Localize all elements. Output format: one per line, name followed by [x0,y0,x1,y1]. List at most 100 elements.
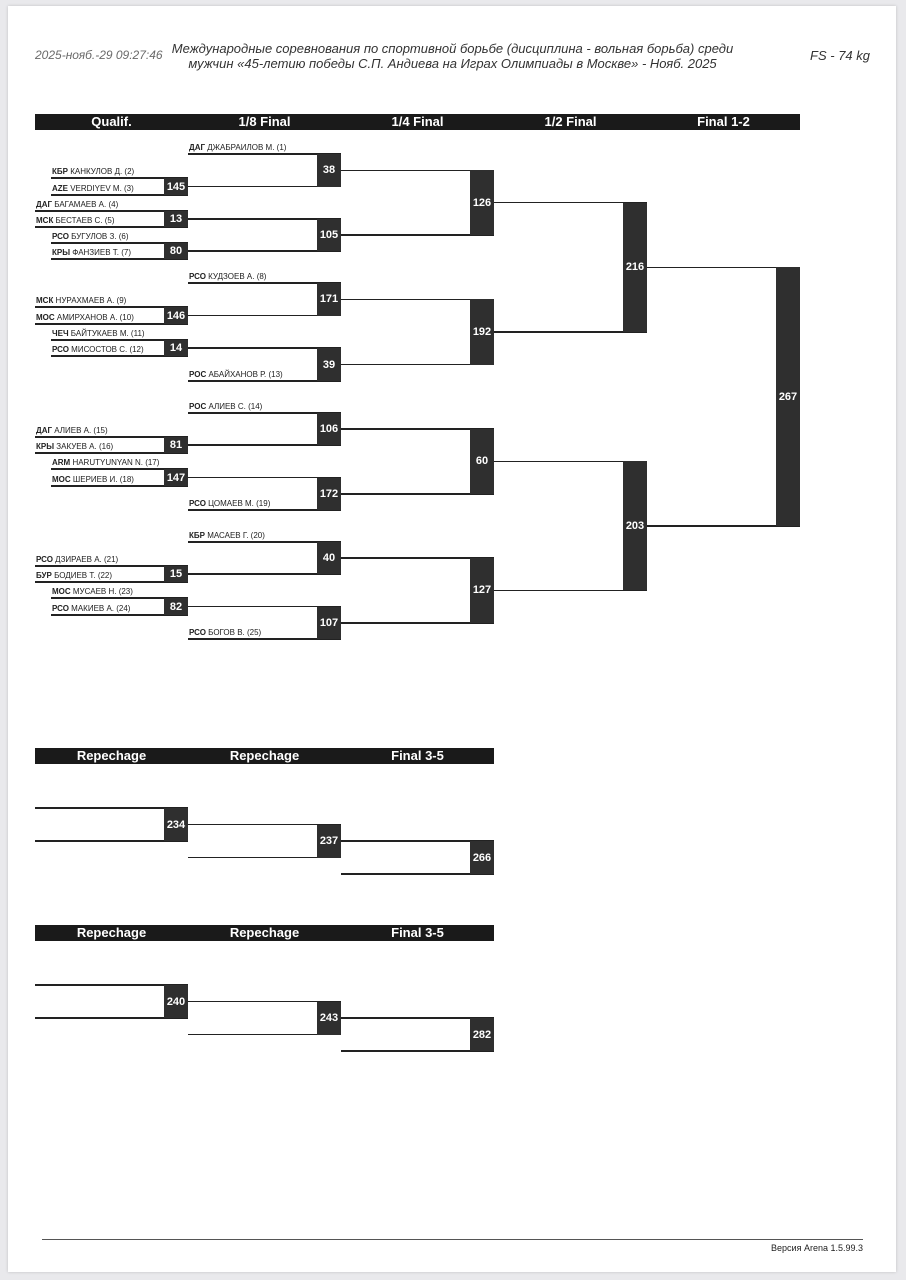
qualif-line [35,436,188,438]
bronze-bout-box: 266 [470,841,494,874]
participant-region: КРЫ [36,442,55,451]
eighth-bout-box: 107 [317,606,341,639]
qualif-bout-box: 13 [164,211,188,227]
qualif-bout-box: 82 [164,598,188,615]
participant-name: РСО БУГУЛОВ З. (6) [52,231,129,242]
quarter-line [341,234,494,236]
participant-region: РСО [52,232,69,241]
participant-fullname: ЦОМАЕВ М. (19) [205,499,271,508]
qualif-bout-box: 145 [164,178,188,195]
quarter-bout-box: 126 [470,170,494,235]
qualif-bout-box: 14 [164,340,188,356]
participant-name: МСК НУРАХМАЕВ А. (9) [36,295,126,306]
participant-region: РСО [36,555,53,564]
repechage-line [188,1033,341,1036]
eighth-line [188,282,341,284]
eighth-line [188,476,341,479]
participant-name: ДАГ БАГАМАЕВ А. (4) [36,199,118,210]
qualif-line [51,177,188,179]
quarter-line [341,363,494,366]
quarter-bout-box: 127 [470,558,494,623]
semi-line [494,589,647,592]
eighth-line [188,314,341,317]
repechage-header: Final 3-5 [341,748,494,764]
eighth-line [188,541,341,543]
eighth-line [188,218,341,220]
print-datetime: 2025-нояб.-29 09:27:46 [35,48,163,62]
participant-region: ДАГ [36,200,53,209]
participant-name: РСО ДЗИРАЕВ А. (21) [36,554,118,565]
participant-name: КРЫ ЗАКУЕВ А. (16) [36,441,113,452]
semi-line [494,201,647,204]
participant-fullname: ДЗИРАЕВ А. (21) [52,555,119,564]
repechage-line [35,840,188,842]
participant-fullname: VERDIYEV M. (3) [68,184,134,193]
participant-name: РОС АЛИЕВ С. (14) [189,401,262,412]
participant-region: РОС [189,370,207,379]
participant-fullname: МИСОСТОВ С. (12) [68,345,144,354]
qualif-bout-box: 147 [164,469,188,486]
repechage-bout-box: 240 [164,985,188,1018]
participant-region: РСО [189,628,206,637]
participant-name: МОС ШЕРИЕВ И. (18) [52,474,134,485]
participant-region: РСО [52,345,69,354]
qualif-bout-box: 81 [164,437,188,453]
semi-bout-box: 203 [623,461,647,591]
qualif-line [51,339,188,341]
qualif-line [35,323,188,325]
quarter-bout-box: 192 [470,299,494,365]
participant-name: РОС АБАЙХАНОВ Р. (13) [189,369,283,380]
qualif-line [51,485,188,487]
qualif-line [35,210,188,212]
repechage-line [341,1050,494,1052]
participant-name: КБР КАНКУЛОВ Д. (2) [52,166,134,177]
participant-region: МОС [36,313,55,322]
participant-region: КРЫ [52,248,71,257]
qualif-line [51,614,188,616]
participant-name: ЧЕЧ БАЙТУКАЕВ М. (11) [52,328,145,339]
repechage-line [35,1017,188,1019]
quarter-line [341,298,494,300]
final-line [647,525,800,527]
eighth-bout-box: 39 [317,348,341,381]
qualif-line [35,581,188,583]
participant-region: КБР [52,167,68,176]
weight-category: FS - 74 kg [810,48,870,63]
quarter-bout-box: 60 [470,429,494,494]
participant-fullname: БОГОВ В. (25) [205,628,262,637]
round-header: 1/4 Final [341,114,494,130]
qualif-line [51,258,188,260]
eighth-line [188,509,341,511]
participant-fullname: БЕСТАЕВ С. (5) [53,216,115,225]
participant-fullname: НУРАХМАЕВ А. (9) [53,296,127,305]
eighth-bout-box: 171 [317,283,341,316]
repechage-header: Final 3-5 [341,925,494,941]
repechage-line [35,984,188,986]
footer-divider [42,1239,863,1240]
participant-name: МОС АМИРХАНОВ А. (10) [36,312,134,323]
qualif-bout-box: 80 [164,243,188,259]
competition-title-line2: мужчин «45-летию победы С.П. Андиева на … [188,56,717,71]
participant-fullname: ФАНЗИЕВ Т. (7) [70,248,132,257]
participant-fullname: БУГУЛОВ З. (6) [68,232,129,241]
eighth-bout-box: 106 [317,413,341,445]
participant-region: РСО [52,604,69,613]
participant-region: ДАГ [189,143,206,152]
semi-bout-box: 216 [623,202,647,332]
participant-name: ДАГ АЛИЕВ А. (15) [36,425,108,436]
repechage-line [35,807,188,809]
qualif-line [51,597,188,599]
repechage-line [188,856,341,859]
software-version: Версия Arena 1.5.99.3 [771,1243,863,1253]
eighth-line [188,250,341,252]
participant-name: РСО БОГОВ В. (25) [189,627,261,638]
participant-fullname: КУДЗОЕВ А. (8) [205,272,267,281]
participant-fullname: ДЖАБРАИЛОВ М. (1) [205,143,287,152]
repechage-bout-box: 234 [164,808,188,841]
participant-name: РСО МАКИЕВ А. (24) [52,603,130,614]
eighth-line [188,347,341,349]
participant-name: ARM HARUTYUNYAN N. (17) [52,457,159,468]
qualif-line [35,226,188,228]
qualif-bout-box: 146 [164,307,188,324]
participant-fullname: ЗАКУЕВ А. (16) [54,442,114,451]
